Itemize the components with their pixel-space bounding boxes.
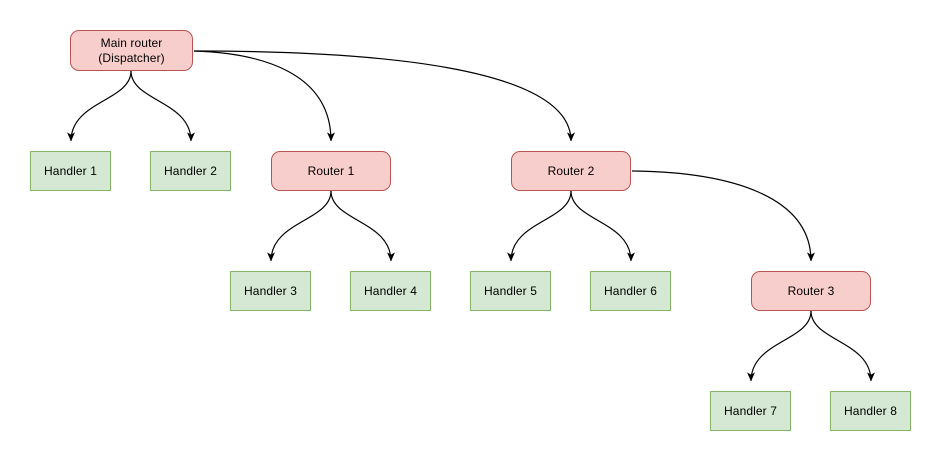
edge-main-router-to-router-2 <box>193 50 575 142</box>
node-handler-2-label: Handler 2 <box>164 163 217 178</box>
node-handler-7[interactable]: Handler 7 <box>710 391 791 431</box>
node-handler-4[interactable]: Handler 4 <box>350 271 431 311</box>
node-handler-7-label: Handler 7 <box>724 403 777 418</box>
node-handler-3-label: Handler 3 <box>244 283 297 298</box>
edge-router-2-to-router-3 <box>631 170 815 262</box>
edge-main-router-to-handler-2 <box>130 70 195 142</box>
node-handler-2[interactable]: Handler 2 <box>150 151 231 191</box>
node-router-1[interactable]: Router 1 <box>271 151 391 191</box>
node-handler-5-label: Handler 5 <box>484 283 537 298</box>
edge-router-3-to-handler-8 <box>810 310 875 382</box>
node-handler-3[interactable]: Handler 3 <box>230 271 311 311</box>
node-handler-1[interactable]: Handler 1 <box>30 151 111 191</box>
edge-router-2-to-handler-5 <box>507 190 572 262</box>
edge-main-router-to-router-1 <box>193 50 335 142</box>
node-handler-6[interactable]: Handler 6 <box>590 271 671 311</box>
node-router-3-label: Router 3 <box>787 283 835 298</box>
node-handler-4-label: Handler 4 <box>364 283 417 298</box>
node-main-router[interactable]: Main router (Dispatcher) <box>70 30 193 71</box>
edge-router-1-to-handler-3 <box>267 190 332 262</box>
edge-router-2-to-handler-6 <box>570 190 635 262</box>
node-handler-8[interactable]: Handler 8 <box>830 391 911 431</box>
edge-router-3-to-handler-7 <box>747 310 812 382</box>
node-handler-1-label: Handler 1 <box>44 163 97 178</box>
node-handler-5[interactable]: Handler 5 <box>470 271 551 311</box>
node-router-2-label: Router 2 <box>547 163 595 178</box>
edge-router-1-to-handler-4 <box>330 190 395 262</box>
node-router-3[interactable]: Router 3 <box>751 271 871 311</box>
node-router-2[interactable]: Router 2 <box>511 151 631 191</box>
edge-main-router-to-handler-1 <box>67 70 132 142</box>
node-handler-6-label: Handler 6 <box>604 283 657 298</box>
node-main-router-label: Main router (Dispatcher) <box>98 35 165 65</box>
node-handler-8-label: Handler 8 <box>844 403 897 418</box>
node-router-1-label: Router 1 <box>307 163 355 178</box>
